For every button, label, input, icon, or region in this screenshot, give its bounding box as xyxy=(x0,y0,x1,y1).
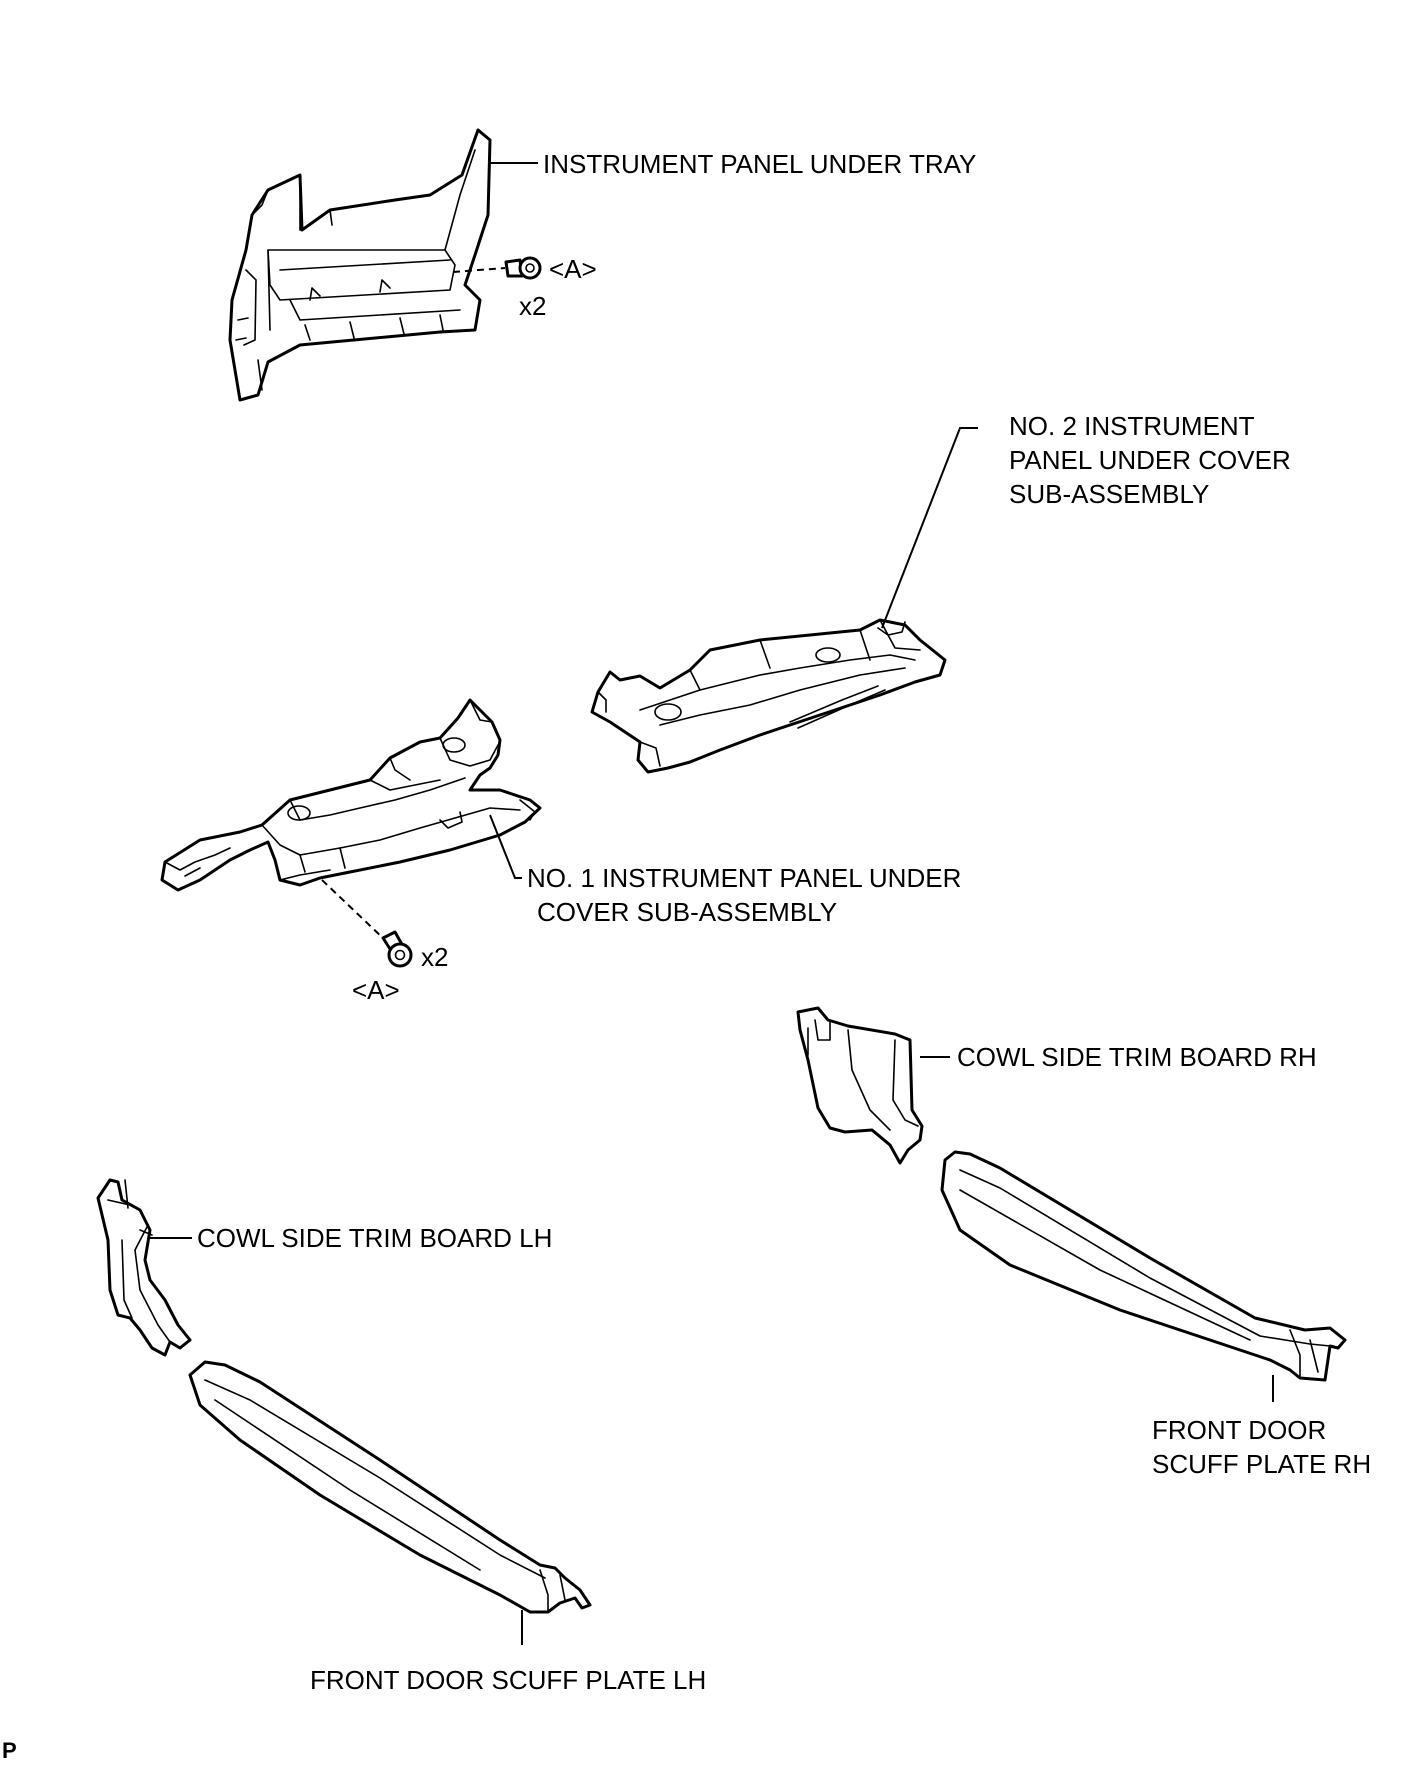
front-door-scuff-plate-rh-part xyxy=(940,1150,1347,1382)
fastener-upper xyxy=(452,256,542,280)
label-no2-cover-line2: PANEL UNDER COVER xyxy=(1009,445,1291,475)
no2-under-cover-part xyxy=(590,618,947,774)
label-cowl-rh: COWL SIDE TRIM BOARD RH xyxy=(957,1042,1317,1072)
label-scuff-rh-line1: FRONT DOOR xyxy=(1152,1415,1326,1445)
label-scuff-rh-line2: SCUFF PLATE RH xyxy=(1152,1449,1371,1479)
cowl-side-trim-rh-part xyxy=(796,1006,924,1165)
front-door-scuff-plate-lh-part xyxy=(188,1360,592,1614)
fastener-lower-qty: x2 xyxy=(421,942,448,972)
leader-no2-cover xyxy=(881,427,978,629)
label-no2-cover-line1: NO. 2 INSTRUMENT xyxy=(1009,411,1255,441)
label-no1-cover-line1: NO. 1 INSTRUMENT PANEL UNDER xyxy=(527,863,961,893)
label-no2-cover-line3: SUB-ASSEMBLY xyxy=(1009,479,1209,509)
fastener-upper-ref: <A> xyxy=(549,254,597,284)
label-no1-cover-line2: COVER SUB-ASSEMBLY xyxy=(537,897,837,927)
cowl-side-trim-lh-part xyxy=(96,1178,192,1357)
fastener-lower-ref: <A> xyxy=(352,975,400,1005)
instrument-panel-under-tray-part xyxy=(228,128,492,402)
corner-mark: P xyxy=(2,1738,17,1760)
label-under-tray: INSTRUMENT PANEL UNDER TRAY xyxy=(543,149,976,179)
no1-under-cover-part xyxy=(160,698,542,892)
leader-no1-cover xyxy=(489,814,522,879)
fastener-lower xyxy=(321,879,413,968)
label-cowl-lh: COWL SIDE TRIM BOARD LH xyxy=(197,1223,552,1253)
fastener-upper-qty: x2 xyxy=(519,291,546,321)
label-scuff-lh: FRONT DOOR SCUFF PLATE LH xyxy=(310,1665,706,1695)
